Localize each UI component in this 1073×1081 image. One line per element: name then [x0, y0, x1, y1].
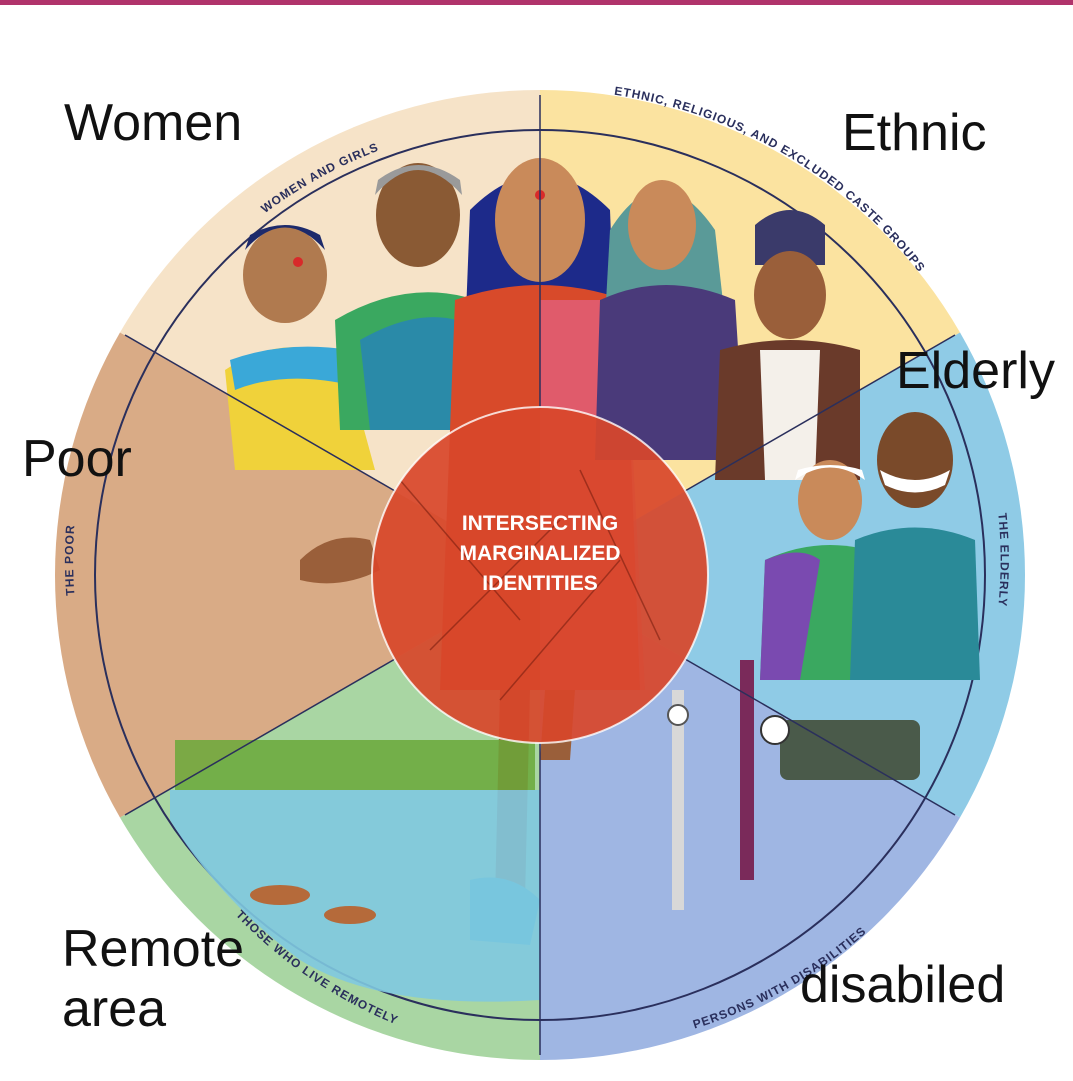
segment-poor: [54, 332, 540, 818]
elderly-man-body: [850, 527, 980, 680]
ring-label-elderly: THE ELDERLY: [995, 512, 1011, 607]
overlay-label-poor: Poor: [22, 430, 132, 488]
center-title-line-2: MARGINALIZED: [460, 542, 621, 565]
center-disc: INTERSECTING MARGINALIZED IDENTITIES: [371, 406, 709, 744]
overlay-label-remote: Remote area: [62, 920, 245, 1038]
overlay-label-elderly: Elderly: [896, 342, 1055, 400]
topi-hat: [755, 210, 825, 265]
elderly-man-head: [877, 412, 953, 508]
center-title-line-1: INTERSECTING: [462, 512, 618, 535]
girl-figure-head: [243, 227, 327, 323]
elderly-woman-head: [798, 460, 862, 540]
crutch-icon: [672, 690, 684, 910]
top-accent-bar: [0, 0, 1073, 5]
center-title-line-3: IDENTITIES: [482, 572, 598, 595]
water-pond: [170, 790, 540, 1002]
overlay-label-disabled: disabiled: [800, 956, 1006, 1014]
open-hand-icon: [300, 537, 380, 584]
rice-field: [175, 740, 535, 790]
topi-man-head: [754, 251, 826, 339]
overlay-label-ethnic: Ethnic: [842, 104, 987, 162]
hijab-woman-body: [595, 285, 745, 460]
elder-woman-head: [376, 163, 460, 267]
ring-label-poor: THE POOR: [62, 524, 77, 596]
overlay-label-women: Women: [64, 94, 243, 152]
wheelchair-icon: [740, 660, 754, 880]
segment-dividers: [124, 95, 956, 1055]
